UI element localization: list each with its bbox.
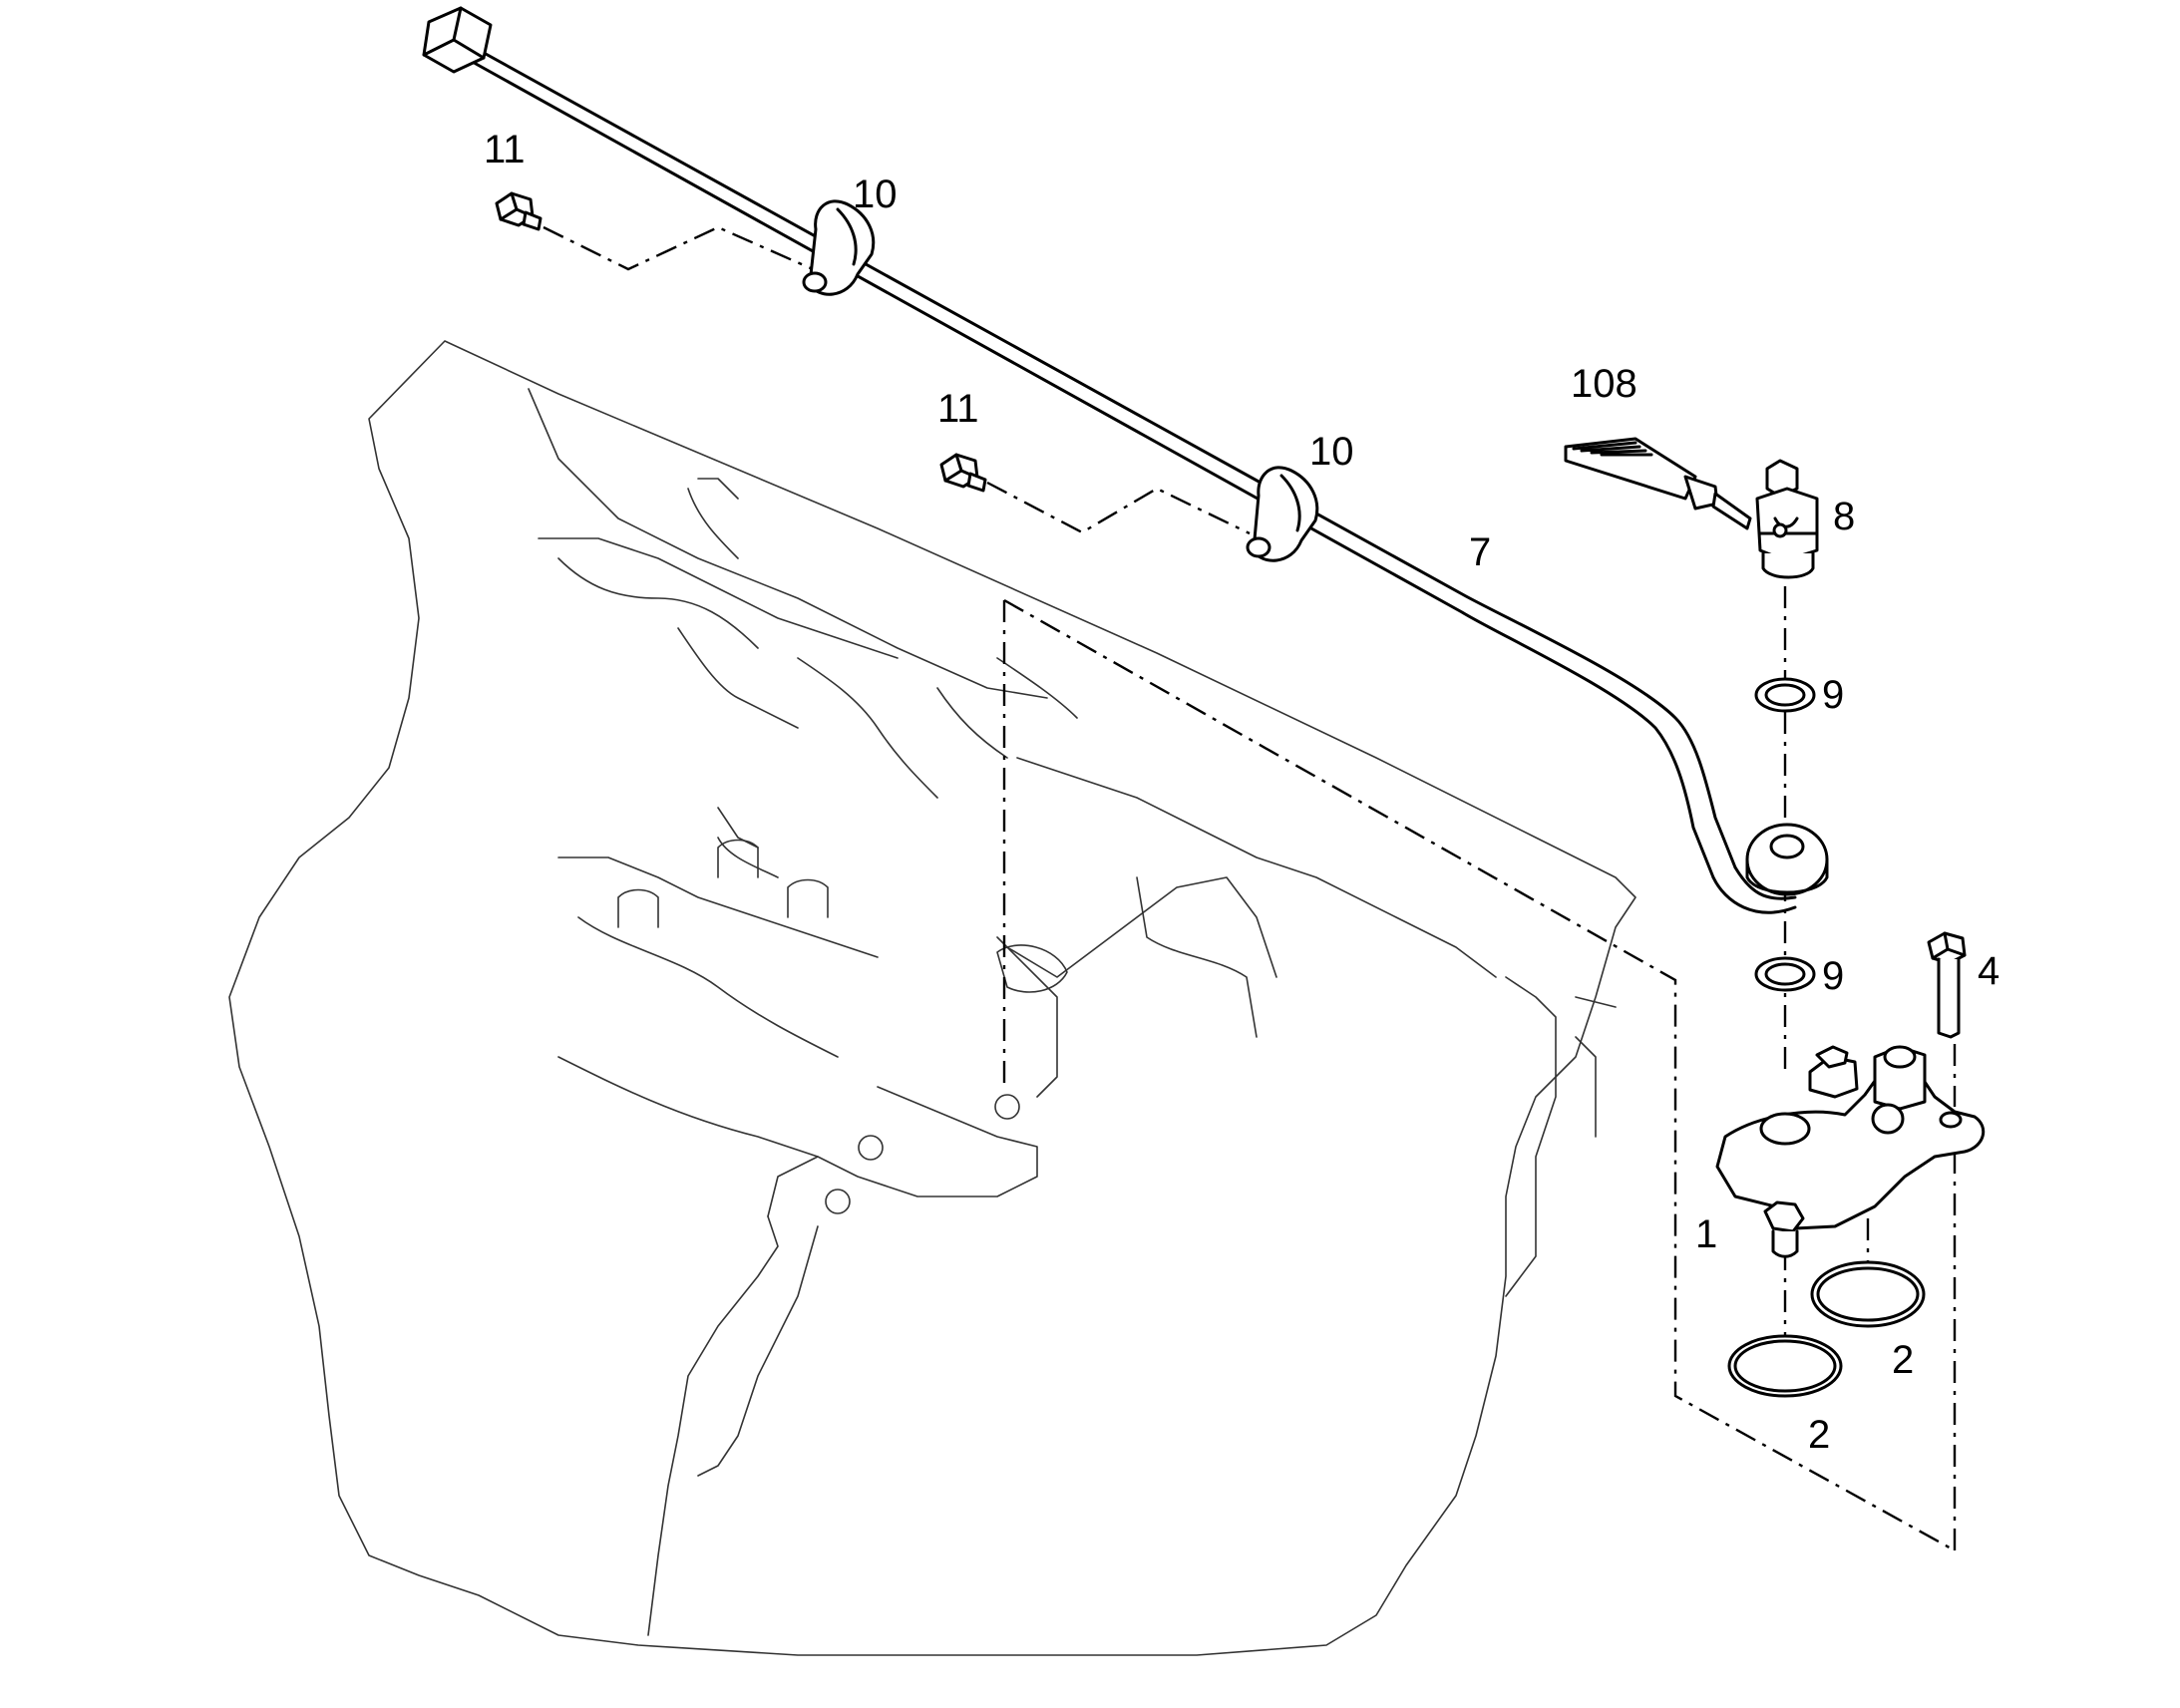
callout-2-right: 2	[1892, 1338, 1914, 1382]
assembly-reference-lines	[543, 225, 1957, 1552]
sealant-tube-108	[1564, 437, 1752, 530]
callout-11-upper: 11	[484, 128, 526, 171]
o-ring-2-left	[1727, 1334, 1843, 1398]
pipe-7	[422, 6, 1829, 914]
callout-10-lower: 10	[1309, 430, 1354, 474]
callout-1: 1	[1695, 1212, 1717, 1256]
engine-block	[228, 340, 1636, 1656]
washer-9-upper	[1754, 677, 1816, 713]
washer-9-lower	[1754, 956, 1816, 992]
housing-1	[1715, 1045, 1986, 1258]
callout-4: 4	[1978, 949, 1999, 993]
callout-9-upper: 9	[1822, 673, 1844, 717]
o-ring-2-right	[1810, 1260, 1926, 1328]
callout-9-lower: 9	[1822, 954, 1844, 998]
callout-8: 8	[1833, 495, 1855, 538]
callout-2-left: 2	[1808, 1413, 1830, 1457]
clamp-10-lower	[1246, 466, 1319, 562]
bolt-11-upper	[495, 191, 543, 231]
banjo-bolt-8	[1755, 459, 1819, 579]
callout-11-lower: 11	[937, 387, 979, 431]
clamp-10-upper	[802, 199, 876, 296]
bolt-11-lower	[939, 453, 987, 493]
callout-10-upper: 10	[853, 172, 898, 216]
callout-108: 108	[1571, 362, 1637, 406]
bolt-4	[1927, 931, 1967, 1039]
callout-7: 7	[1469, 530, 1491, 574]
